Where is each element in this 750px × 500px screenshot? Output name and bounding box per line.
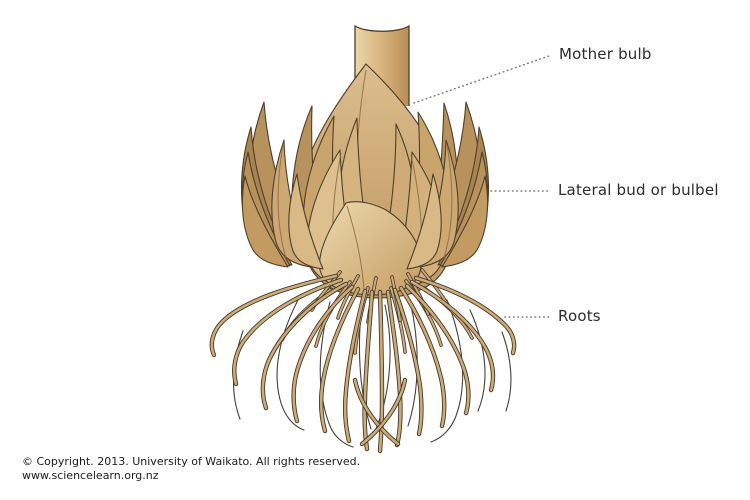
- copyright-notice: © Copyright. 2013. University of Waikato…: [22, 455, 360, 483]
- roots: [209, 268, 517, 454]
- lateral-bud-right: [406, 101, 490, 270]
- leader-lines: [413, 55, 550, 318]
- label-roots: Roots: [558, 307, 601, 325]
- copyright-line1: © Copyright. 2013. University of Waikato…: [22, 455, 361, 468]
- leader-mother-bulb: [413, 55, 550, 104]
- label-mother-bulb: Mother bulb: [559, 45, 652, 63]
- roots-main: [209, 268, 517, 454]
- copyright-line2: www.sciencelearn.org.nz: [22, 469, 159, 482]
- lateral-bud-left: [240, 101, 324, 270]
- label-lateral-bud: Lateral bud or bulbel: [558, 181, 719, 199]
